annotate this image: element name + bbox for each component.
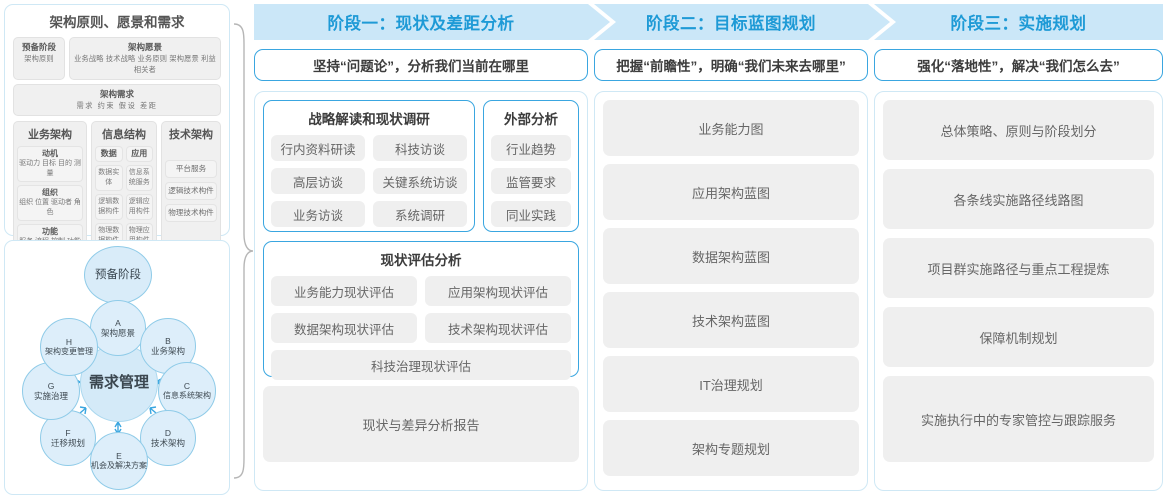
adm-cycle-diagram: 预备阶段 需求管理 A 架构愿景 B 业务架构 C 信息系统架构 [8,244,228,493]
ba-item-motivation: 动机 驱动力 目标 目的 测量 [17,146,83,182]
chip-item[interactable]: 项目群实施路径与重点工程提炼 [883,238,1154,298]
chip-item[interactable]: 科技治理现状评估 [271,350,571,380]
phase-1-body: 战略解读和现状调研 行内资料研读 科技访谈 高层访谈 关键系统访谈 业务访谈 系… [254,91,588,491]
adm-node-h-architecture-change-management: H 架构变更管理 [40,318,98,376]
phase-1-column: 阶段一：现状及差距分析 坚持“问题论”，分析我们当前在哪里 战略解读和现状调研 … [254,4,588,491]
chip-item[interactable]: 同业实践 [491,201,571,227]
chip-item[interactable]: 架构专题规划 [603,420,859,476]
chip-item[interactable]: 高层访谈 [271,168,365,194]
chip-item[interactable]: 行业趋势 [491,135,571,161]
phase-2-body: 业务能力图 应用架构蓝图 数据架构蓝图 技术架构蓝图 IT治理规划 架构专题规划 [594,91,868,491]
column-technology-architecture: 技术架构 平台服务 逻辑技术构件 物理技术构件 [161,121,221,257]
phase-3-banner: 阶段三：实施规划 [874,4,1163,40]
chip-item[interactable]: 行内资料研读 [271,135,365,161]
adm-cycle-card: 预备阶段 需求管理 A 架构愿景 B 业务架构 C 信息系统架构 [4,240,230,495]
chip-item[interactable]: 实施执行中的专家管控与跟踪服务 [883,376,1154,462]
phase-1-subtitle: 坚持“问题论”，分析我们当前在哪里 [254,49,588,81]
chip-item[interactable]: 业务能力现状评估 [271,276,417,306]
chip-item[interactable]: 技术架构现状评估 [425,313,571,343]
phase-3-column: 阶段三：实施规划 强化“落地性”，解决“我们怎么去” 总体策略、原则与阶段划分 … [874,4,1163,491]
phase-3-body: 总体策略、原则与阶段划分 各条线实施路径线路图 项目群实施路径与重点工程提炼 保… [874,91,1163,491]
chip-item[interactable]: 保障机制规划 [883,307,1154,367]
chip-item[interactable]: 技术架构蓝图 [603,292,859,348]
phase-1-banner: 阶段一：现状及差距分析 [254,4,588,40]
chip-item[interactable]: 总体策略、原则与阶段划分 [883,100,1154,160]
chip-item[interactable]: 科技访谈 [373,135,467,161]
group-external-analysis: 外部分析 行业趋势 监管要求 同业实践 [483,100,579,232]
chip-item[interactable]: 各条线实施路径线路图 [883,169,1154,229]
phase-2-column: 阶段二：目标蓝图规划 把握“前瞻性”，明确“我们未来去哪里” 业务能力图 应用架… [594,4,868,491]
adm-node-f-migration-planning: F 迁移规划 [40,410,96,466]
architecture-requirements-block: 架构需求 需求 约束 假设 差距 [13,84,221,116]
chip-item[interactable]: 数据架构蓝图 [603,228,859,284]
group-current-state-assessment: 现状评估分析 业务能力现状评估 应用架构现状评估 数据架构现状评估 技术架构现状… [263,241,579,380]
framework-title: 架构原则、愿景和需求 [49,15,185,30]
chip-item[interactable]: 应用架构现状评估 [425,276,571,306]
left-panel: 架构原则、愿景和需求 预备阶段 架构原则 架构愿景 业务战略 技术战略 业务原则… [4,4,232,495]
ba-item-organization: 组织 组织 位置 驱动者 角色 [17,185,83,221]
phase-1-report-chip[interactable]: 现状与差异分析报告 [263,386,579,462]
chip-item[interactable]: 应用架构蓝图 [603,164,859,220]
adm-node-preliminary: 预备阶段 [84,246,152,304]
is-subcolumn-data: 数据 数据实体 逻辑数据构件 物理数据构件 [95,146,123,252]
phase-2-banner: 阶段二：目标蓝图规划 [594,4,868,40]
is-subcolumn-application: 应用 信息系统服务 逻辑应用构件 物理应用构件 [125,146,153,252]
brace-connector [233,23,254,479]
adm-node-e-opportunities-solutions: E 机会及解决方案 [90,432,148,490]
adm-node-a-architecture-vision: A 架构愿景 [90,300,146,356]
chip-item[interactable]: 业务访谈 [271,201,365,227]
phase-3-subtitle: 强化“落地性”，解决“我们怎么去” [874,49,1163,81]
prelim-phase-block: 预备阶段 架构原则 [13,37,65,80]
phase-2-subtitle: 把握“前瞻性”，明确“我们未来去哪里” [594,49,868,81]
adm-node-d-technology-architecture: D 技术架构 [140,410,196,466]
column-business-architecture: 业务架构 动机 驱动力 目标 目的 测量 组织 组织 位置 驱动者 角色 功能 … [13,121,87,257]
framework-columns: 业务架构 动机 驱动力 目标 目的 测量 组织 组织 位置 驱动者 角色 功能 … [13,121,221,257]
togaf-framework-card: 架构原则、愿景和需求 预备阶段 架构原则 架构愿景 业务战略 技术战略 业务原则… [4,4,230,303]
group-strategy-survey: 战略解读和现状调研 行内资料研读 科技访谈 高层访谈 关键系统访谈 业务访谈 系… [263,100,475,232]
chip-item[interactable]: 系统调研 [373,201,467,227]
chip-item[interactable]: 监管要求 [491,168,571,194]
chip-item[interactable]: 业务能力图 [603,100,859,156]
framework-row-1: 预备阶段 架构原则 架构愿景 业务战略 技术战略 业务原则 架构愿景 利益相关者 [13,37,221,80]
architecture-vision-block: 架构愿景 业务战略 技术战略 业务原则 架构愿景 利益相关者 [69,37,221,80]
adm-node-c-information-systems-architecture: C 信息系统架构 [158,362,216,420]
chip-item[interactable]: 关键系统访谈 [373,168,467,194]
chip-item[interactable]: IT治理规划 [603,356,859,412]
chip-item[interactable]: 数据架构现状评估 [271,313,417,343]
column-information-structure: 信息结构 数据 数据实体 逻辑数据构件 [91,121,157,257]
